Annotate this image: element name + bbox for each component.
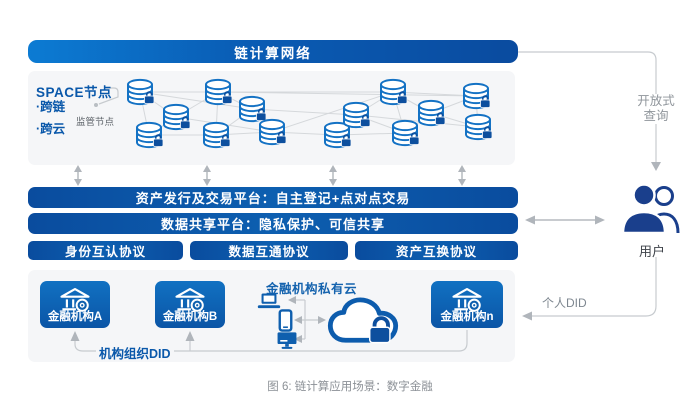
institution-a-box: 金融机构A — [40, 281, 110, 328]
network-platform-double-arrows — [77, 171, 463, 180]
data-sharing-platform-bar: 数据共享平台：隐私保护、可信共享 — [28, 213, 518, 234]
users-icon — [621, 183, 680, 235]
institution-b-box: 金融机构B — [155, 281, 225, 328]
asset-platform-bar: 资产发行及交易平台：自主登记+点对点交易 — [28, 187, 518, 208]
personal-did-label: 个人DID — [540, 294, 589, 311]
arrowhead-right — [595, 215, 605, 225]
smartphone-icon — [278, 309, 293, 332]
identity-protocol-label: 身份互认协议 — [64, 245, 146, 259]
open-query-label: 开放式 查询 — [629, 94, 683, 124]
arrowhead-left — [522, 311, 532, 321]
chain-network-title: 链计算网络 — [234, 45, 312, 61]
private-cloud-icon — [327, 297, 399, 344]
asset-swap-protocol-label: 资产互换协议 — [395, 245, 477, 259]
private-cloud-label: 金融机构私有云 — [266, 282, 358, 296]
org-did-label: 机构组织DID — [96, 343, 174, 362]
institution-b-label: 金融机构B — [162, 311, 218, 323]
bank-icon — [60, 287, 90, 312]
institution-n-label: 金融机构n — [440, 311, 494, 323]
data-sharing-platform-label: 数据共享平台：隐私保护、可信共享 — [160, 217, 385, 232]
cross-cloud-bullet: ·跨云 — [36, 122, 66, 136]
institution-a-label: 金融机构A — [47, 311, 103, 323]
cross-chain-bullet: ·跨链 — [36, 100, 66, 114]
identity-protocol-bar: 身份互认协议 — [28, 241, 183, 260]
user-label: 用户 — [638, 244, 665, 259]
supervision-node-label: 监管节点 — [76, 117, 115, 128]
data-exchange-protocol-label: 数据互通协议 — [228, 245, 310, 259]
chain-network-header-bar: 链计算网络 — [28, 40, 518, 63]
laptop-icon — [257, 293, 281, 309]
monitor-icon — [277, 332, 297, 349]
institution-n-box: 金融机构n — [431, 281, 503, 328]
bank-icon — [175, 287, 205, 312]
space-node-label: SPACE节点 — [36, 85, 113, 100]
asset-platform-label: 资产发行及交易平台：自主登记+点对点交易 — [135, 191, 411, 206]
bank-icon — [452, 287, 482, 312]
arrowhead-down — [651, 162, 661, 171]
arrowhead-left — [525, 215, 535, 225]
asset-swap-protocol-bar: 资产互换协议 — [355, 241, 518, 260]
figure-caption: 图 6: 链计算应用场景：数字金融 — [267, 381, 433, 393]
data-exchange-protocol-bar: 数据互通协议 — [190, 241, 348, 260]
double-arrowheads — [74, 165, 466, 186]
